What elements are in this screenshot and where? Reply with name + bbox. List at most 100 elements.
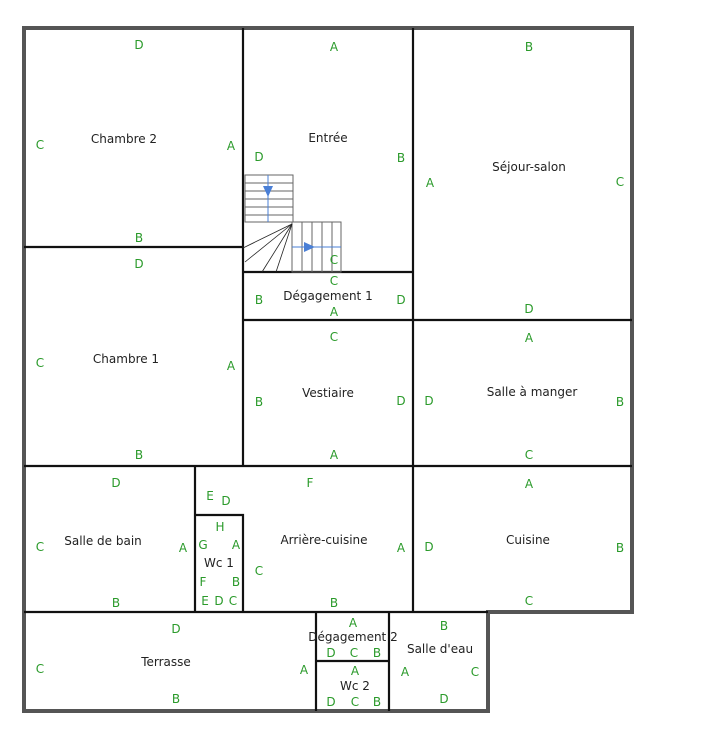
room-cuisine: A D B C Cuisine	[424, 477, 624, 608]
wall-label: A	[351, 664, 360, 678]
room-name: Entrée	[308, 131, 347, 145]
wall-label: A	[330, 448, 339, 462]
wall-label: F	[307, 476, 314, 490]
wall-label: A	[300, 663, 309, 677]
wall-label: D	[254, 150, 263, 164]
wall-label: B	[172, 692, 180, 706]
room-name: Dégagement 1	[283, 289, 372, 303]
wall-label: C	[36, 356, 44, 370]
wall-label: D	[171, 622, 180, 636]
wall-label: C	[471, 665, 479, 679]
wall-label: A	[330, 305, 339, 319]
room-séjour-salon: B C A D Séjour-salon	[426, 40, 624, 316]
wall-label: D	[326, 695, 335, 709]
room-salle-de-bain: D A B C Salle de bain	[36, 476, 188, 610]
room-name: Chambre 1	[93, 352, 159, 366]
room-vestiaire: C B D A Vestiaire	[255, 330, 406, 462]
wall-label: A	[525, 331, 534, 345]
room-salle-d-eau: B A C D Salle d'eau	[401, 619, 479, 706]
wall-label: C	[36, 662, 44, 676]
wall-label: G	[198, 538, 207, 552]
wall-label: D	[214, 594, 223, 608]
wall-label: D	[439, 692, 448, 706]
wall-label: B	[616, 541, 624, 555]
wall-label: A	[349, 616, 358, 630]
wall-label: D	[134, 38, 143, 52]
room-terrasse: D A B C Terrasse	[36, 622, 309, 706]
wall-label: A	[426, 176, 435, 190]
wall-label: A	[525, 477, 534, 491]
room-chambre-1: D A B C Chambre 1	[36, 257, 236, 462]
wall-label: A	[179, 541, 188, 555]
wall-label: H	[215, 520, 224, 534]
room-name: Terrasse	[140, 655, 191, 669]
wall-label: B	[255, 293, 263, 307]
wall-label: B	[525, 40, 533, 54]
wall-label: B	[255, 395, 263, 409]
wall-label: B	[330, 596, 338, 610]
room-name: Séjour-salon	[492, 160, 566, 174]
wall-label: F	[200, 575, 207, 589]
room-name: Cuisine	[506, 533, 550, 547]
room-name: Dégagement 2	[308, 630, 397, 644]
room-name: Salle à manger	[487, 385, 578, 399]
wall-label: D	[424, 394, 433, 408]
wall-label: D	[221, 494, 230, 508]
room-name: Wc 2	[340, 679, 370, 693]
wall-label: B	[135, 231, 143, 245]
wall-label: A	[227, 359, 236, 373]
wall-label: B	[232, 575, 240, 589]
wall-label: B	[616, 395, 624, 409]
wall-label: C	[330, 274, 338, 288]
wall-label: C	[616, 175, 624, 189]
room-name: Arrière-cuisine	[280, 533, 367, 547]
wall-label: B	[373, 646, 381, 660]
wall-label: E	[206, 489, 214, 503]
wall-label: C	[255, 564, 263, 578]
wall-label: B	[135, 448, 143, 462]
wall-label: C	[229, 594, 237, 608]
wall-label: A	[227, 139, 236, 153]
stair-arrow-right-icon	[304, 242, 315, 252]
wall-label: A	[401, 665, 410, 679]
wall-label: B	[373, 695, 381, 709]
room-entrée: A B D C Entrée	[254, 40, 405, 267]
wall-label: C	[525, 594, 533, 608]
wall-label: C	[36, 540, 44, 554]
walls	[22, 26, 634, 713]
wall-label: C	[525, 448, 533, 462]
wall-label: B	[397, 151, 405, 165]
room-dégagement-1: C B D A Dégagement 1	[255, 274, 406, 319]
wall-label: C	[351, 695, 359, 709]
wall-label: E	[201, 594, 209, 608]
room-name: Salle d'eau	[407, 642, 473, 656]
wall-label: B	[112, 596, 120, 610]
wall-label: C	[330, 253, 338, 267]
wall-label: D	[396, 394, 405, 408]
wall-label: D	[326, 646, 335, 660]
wall-label: D	[396, 293, 405, 307]
wall-label: A	[232, 538, 241, 552]
wall-label: A	[397, 541, 406, 555]
room-name: Salle de bain	[64, 534, 142, 548]
wall-label: C	[36, 138, 44, 152]
wall-label: C	[330, 330, 338, 344]
room-salle-à-manger: A B D C Salle à manger	[424, 331, 624, 462]
wall-label: B	[440, 619, 448, 633]
stair-arrow-down-icon	[263, 186, 273, 197]
wall-label: D	[111, 476, 120, 490]
wall-label: D	[134, 257, 143, 271]
wall-label: D	[524, 302, 533, 316]
wall-label: A	[330, 40, 339, 54]
staircase	[242, 174, 342, 273]
wall-label: D	[424, 540, 433, 554]
room-name: Wc 1	[204, 556, 234, 570]
inner-walls	[24, 28, 632, 711]
room-name: Vestiaire	[302, 386, 354, 400]
wall-label: C	[350, 646, 358, 660]
